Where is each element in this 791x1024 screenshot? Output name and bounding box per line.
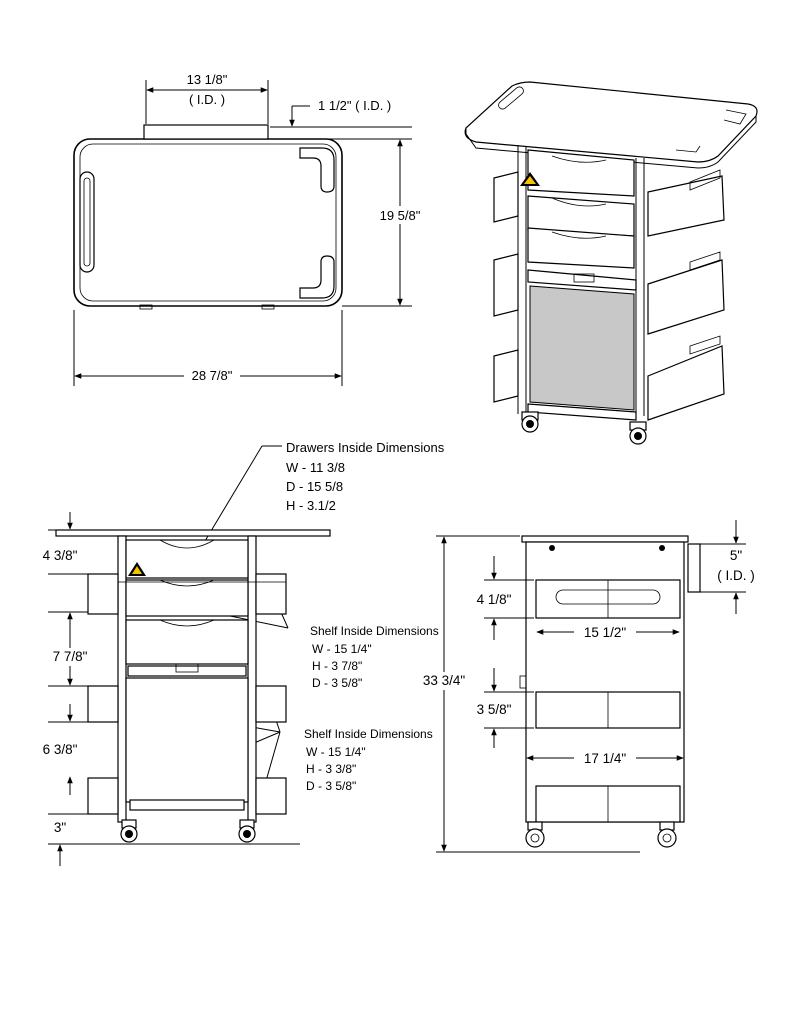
front-door <box>125 677 249 803</box>
drawers-note-title: Drawers Inside Dimensions <box>286 440 445 455</box>
iso-left-shelf-1 <box>493 171 519 223</box>
dim-label-mid-gap: 3 5/8" <box>477 702 512 717</box>
dim-label-depth: 19 5/8" <box>380 208 421 223</box>
dim-label-width: 28 7/8" <box>192 368 233 383</box>
front-right-shelf-2 <box>255 685 287 723</box>
dim-label-handle-sub: ( I.D. ) <box>717 568 755 583</box>
isometric-view <box>464 81 758 445</box>
iso-caster-left <box>521 411 539 433</box>
side-tabletop <box>521 535 689 543</box>
drawers-note-w: W - 11 3/8 <box>286 460 345 475</box>
shelf-note-2-title: Shelf Inside Dimensions <box>304 727 433 741</box>
front-right-shelf-1 <box>255 573 287 615</box>
iso-lock-bar <box>527 269 637 291</box>
shelf-note-2-d: D - 3 5/8" <box>306 779 356 793</box>
side-caster-left <box>525 821 545 848</box>
front-caster-right <box>238 819 256 843</box>
side-handle <box>687 543 701 593</box>
dim-label-base: 3" <box>54 820 67 835</box>
side-view: 33 3/4" 5" ( I.D. ) 4 1/8" 15 1/2" 3 5/8… <box>416 520 755 853</box>
side-caster-right <box>657 821 677 848</box>
drawers-note: Drawers Inside Dimensions W - 11 3/8 D -… <box>195 440 445 557</box>
front-left-shelf-3 <box>87 777 119 815</box>
top-view-outline <box>73 138 343 307</box>
front-drawer-2 <box>125 579 249 617</box>
top-view: 13 1/8" ( I.D. ) 1 1/2" ( I.D. ) 19 5/8"… <box>73 72 428 386</box>
iso-caster-right <box>629 421 647 445</box>
hook-handle-top <box>299 147 335 193</box>
front-lock-bar <box>127 665 247 677</box>
dim-label-handle: 5" <box>730 548 743 563</box>
front-drawer-1 <box>125 539 249 579</box>
iso-left-shelf-2 <box>493 253 519 317</box>
front-left-shelf-1 <box>87 573 119 615</box>
front-caster-left <box>120 819 138 843</box>
dim-label-low-shelf: 6 3/8" <box>43 742 78 757</box>
shelf-note-1-h: H - 3 7/8" <box>312 659 362 673</box>
iso-right-shelf-3 <box>647 345 725 421</box>
shelf-note-2-w: W - 15 1/4" <box>306 745 366 759</box>
rear-handle <box>143 124 269 140</box>
iso-right-shelf-1 <box>647 175 725 237</box>
iso-drawer-3 <box>527 227 635 269</box>
shelf-note-1-title: Shelf Inside Dimensions <box>310 624 439 638</box>
front-right-shelf-3 <box>255 777 287 815</box>
dim-label-top-shelf: 4 3/8" <box>43 548 78 563</box>
dim-label-mid-shelf: 7 7/8" <box>53 649 88 664</box>
shelf-note-1-w: W - 15 1/4" <box>312 642 372 656</box>
hook-handle-bottom <box>299 255 335 299</box>
iso-right-shelf-2 <box>647 259 725 335</box>
dim-label-top-gap: 4 1/8" <box>477 592 512 607</box>
dim-label-depth-id: 1 1/2" ( I.D. ) <box>318 98 391 113</box>
shelf-note-1-d: D - 3 5/8" <box>312 676 362 690</box>
dim-label-height: 33 3/4" <box>423 673 466 688</box>
iso-drawer-1 <box>527 149 635 197</box>
iso-door-panel <box>529 285 635 411</box>
iso-left-shelf-3 <box>493 349 519 403</box>
front-tabletop <box>55 529 331 537</box>
dim-label-width-id: 13 1/8" <box>187 72 228 87</box>
shelf-note-2-h: H - 3 3/8" <box>306 762 356 776</box>
front-left-shelf-2 <box>87 685 119 723</box>
drawers-note-h: H - 3.1/2 <box>286 498 336 513</box>
front-drawer-3 <box>125 619 249 665</box>
iso-tabletop <box>464 81 758 163</box>
left-grip-slot <box>79 171 95 273</box>
dim-label-width-id-sub: ( I.D. ) <box>189 92 225 107</box>
dim-label-inner-width: 15 1/2" <box>584 625 627 640</box>
dim-label-outer-width: 17 1/4" <box>584 751 627 766</box>
front-view: 4 3/8" 7 7/8" 6 3/8" 3" <box>43 512 331 866</box>
drawers-note-d: D - 15 5/8 <box>286 479 343 494</box>
